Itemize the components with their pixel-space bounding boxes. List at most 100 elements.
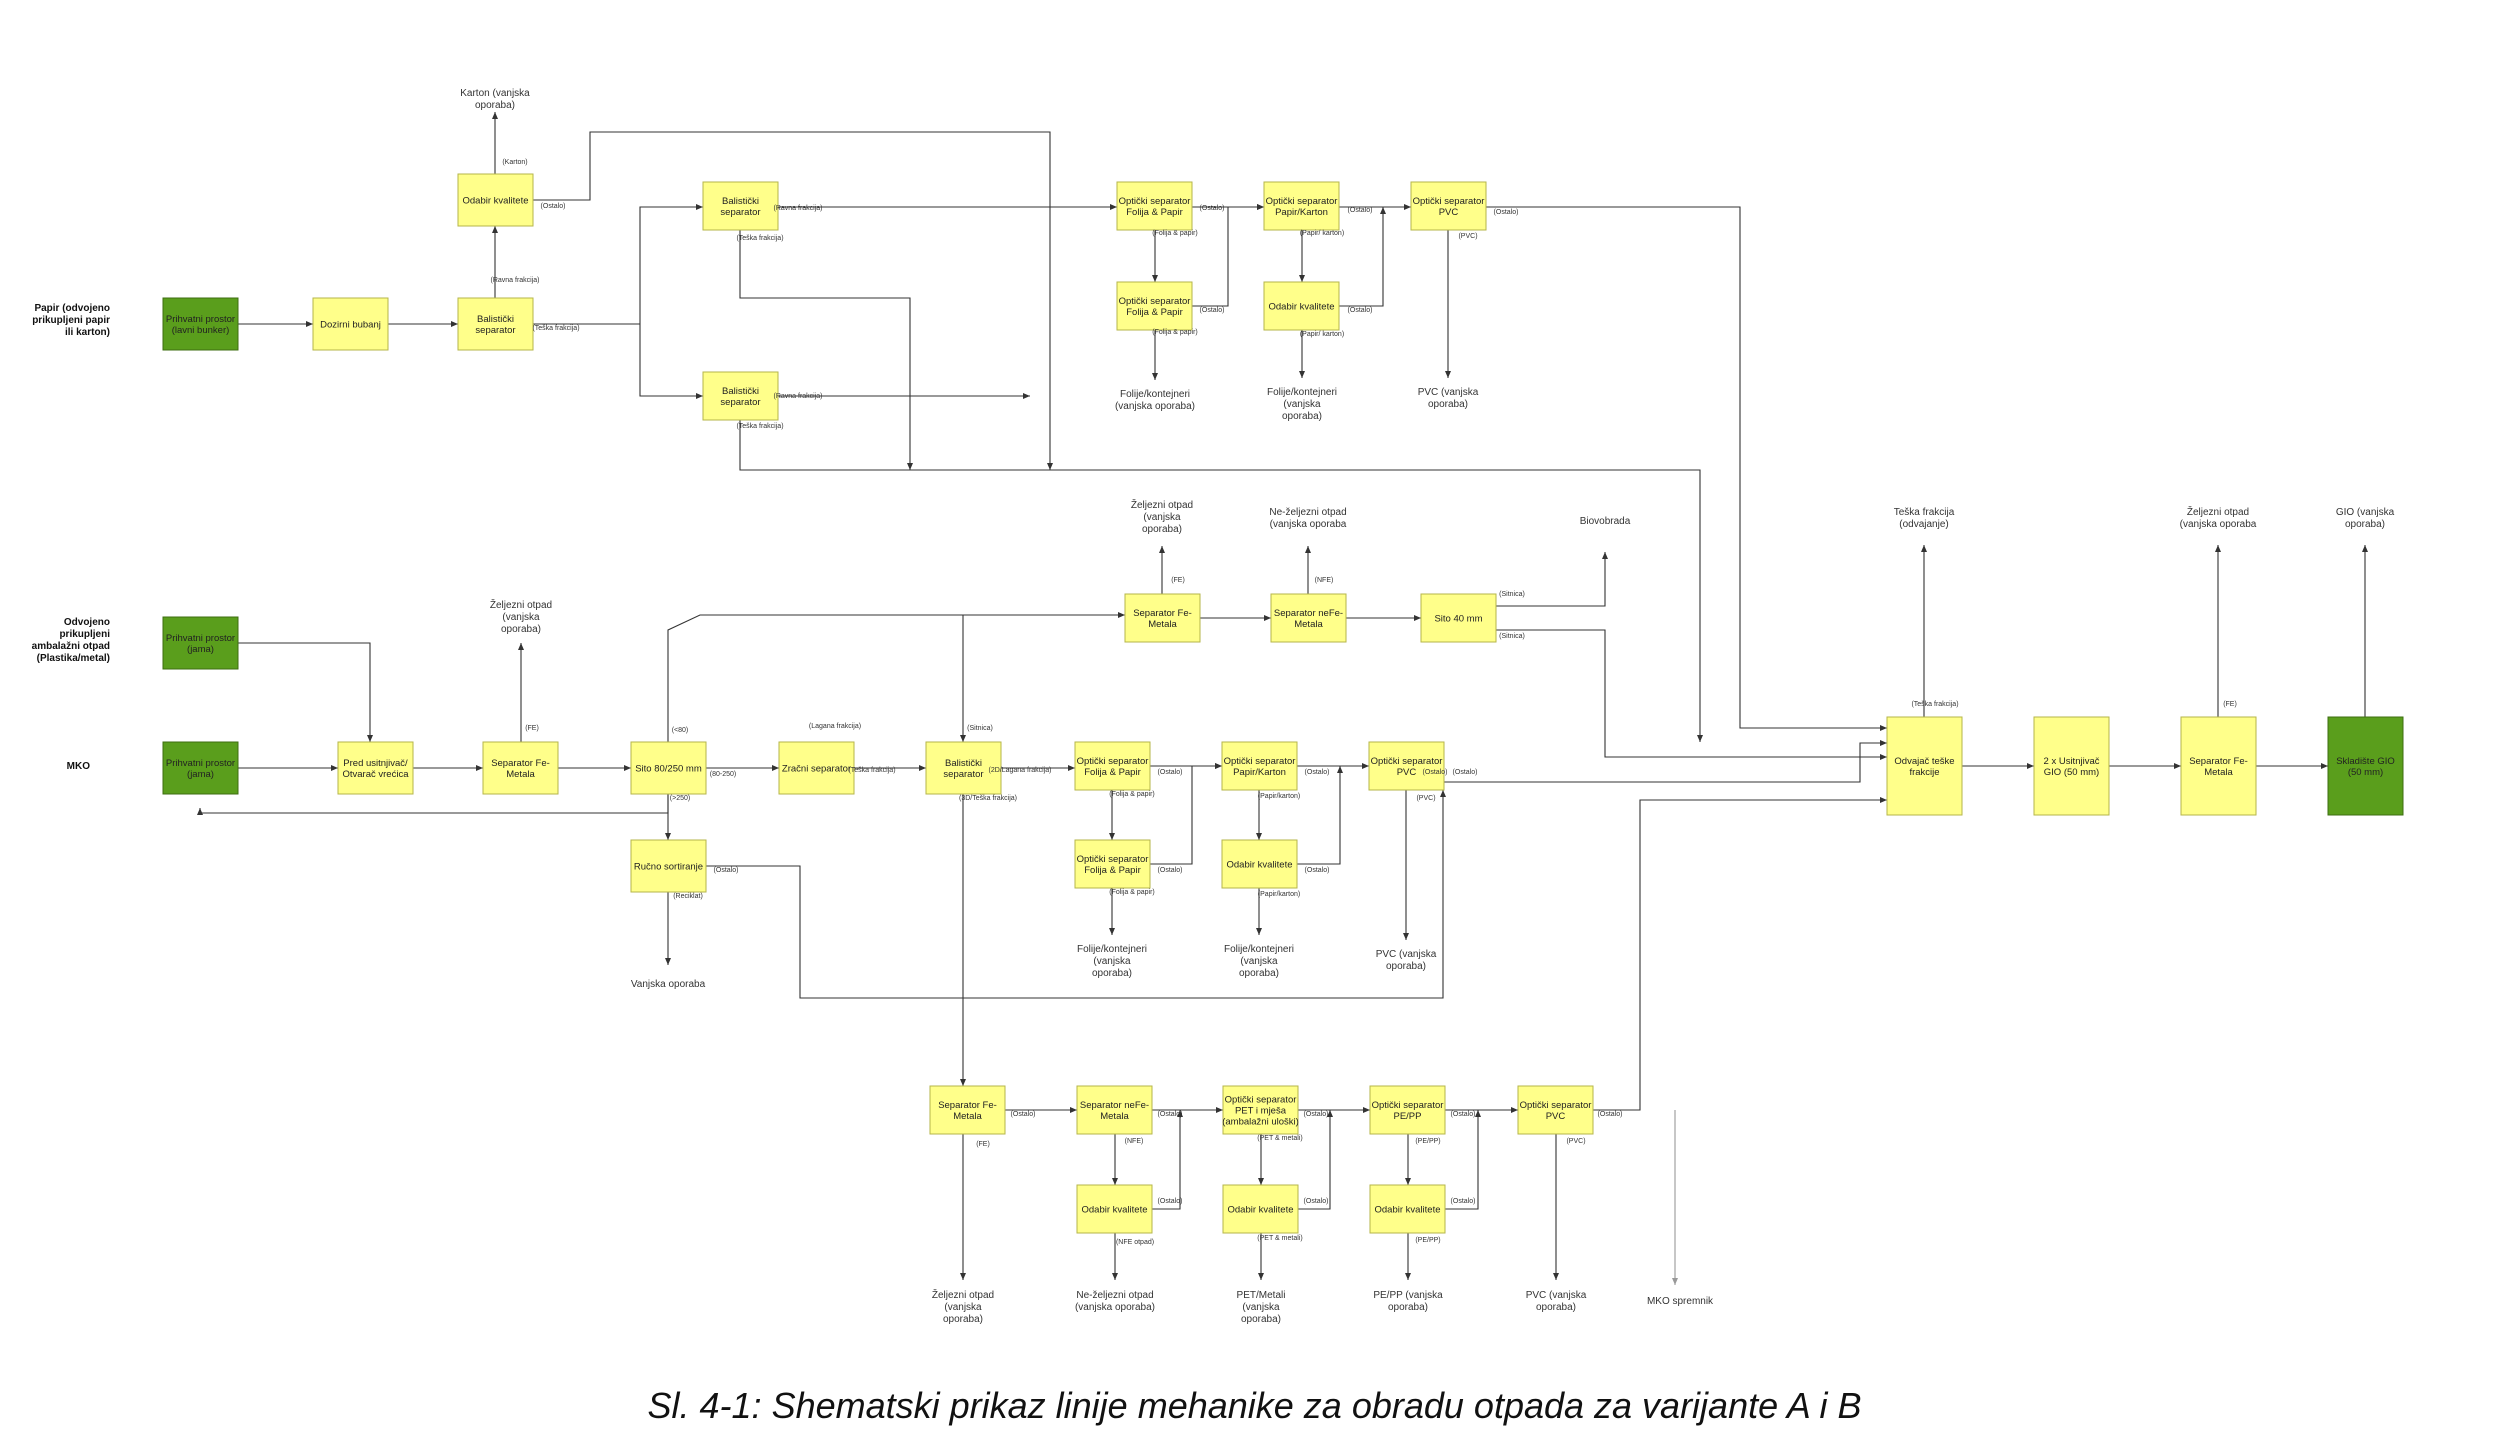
flow-label: (Ostalo) (541, 203, 566, 210)
output-folija: Folije/kontejneri (1267, 387, 1337, 398)
node-label: Odabir kvalitete (1081, 1205, 1147, 1216)
flow-arrow (1192, 204, 1264, 307)
flow-label: (FE) (976, 1141, 990, 1148)
node-box (482, 741, 559, 795)
node-label: Odabir kvalitete (1227, 1205, 1293, 1216)
node-label: Metala (1100, 1111, 1129, 1122)
node-box (312, 297, 389, 351)
node-label: Folija & Papir (1126, 307, 1183, 318)
node-label: Optički separator (1266, 196, 1338, 207)
flow-label: (FE) (1171, 577, 1185, 584)
flow-arrow (667, 612, 1125, 742)
flow-arrow (1445, 1110, 1481, 1210)
input-label-paper: ili karton) (65, 327, 110, 338)
node-sep-nfe2: Separator neFe-Metala (1270, 593, 1347, 643)
flow-label: (Ostalo) (1304, 1111, 1329, 1118)
flow-arrow (1444, 740, 1887, 783)
output-pet: (vanjska (1242, 1302, 1280, 1313)
node-box (702, 371, 779, 421)
node-box (337, 741, 414, 795)
flow-arrow (1496, 629, 1887, 760)
node-label: Dozirni bubanj (320, 320, 381, 331)
node-box (702, 181, 779, 231)
output-pvc: oporaba) (1386, 961, 1426, 972)
node-label: Odabir kvalitete (462, 196, 528, 207)
node-label: Metala (506, 769, 535, 780)
node-box (457, 297, 534, 351)
flow-label: (FE) (2223, 701, 2237, 708)
node-label: GIO (50 mm) (2044, 767, 2099, 778)
node-label: separator (720, 397, 760, 408)
node-odabir-pet: Odabir kvalitete (1222, 1184, 1299, 1234)
node-label: separator (943, 769, 983, 780)
output-fe: (vanjska (1143, 512, 1181, 523)
node-box (1222, 1085, 1299, 1135)
node-label: (jama) (187, 644, 214, 655)
node-dozirni: Dozirni bubanj (312, 297, 389, 351)
node-label: frakcije (1909, 767, 1939, 778)
flow-label: (Teška frakcija) (848, 767, 895, 774)
node-sep-fe3: Separator Fe-Metala (2180, 716, 2257, 816)
output-folija: oporaba) (1282, 411, 1322, 422)
flow-label: (Ostalo) (1158, 867, 1183, 874)
flow-label: (Papir/karton) (1258, 793, 1300, 800)
node-label: PVC (1439, 207, 1459, 218)
output-folija: (vanjska (1240, 956, 1278, 967)
node-label: Separator neFe- (1274, 608, 1343, 619)
node-label: Balistički (722, 196, 759, 207)
flow-label: (Papir/karton) (1258, 891, 1300, 898)
flow-label: (Ostalo) (1348, 207, 1373, 214)
flow-label: (Ostalo) (1200, 307, 1225, 314)
flow-label: (PET & metali) (1257, 1235, 1302, 1242)
flow-label: (Papir/ karton) (1300, 331, 1344, 338)
output-nfe: Ne-željezni otpad (1269, 507, 1346, 518)
node-sito40: Sito 40 mm (1420, 593, 1497, 643)
flow-arrow (1298, 1110, 1333, 1210)
node-label: Folija & Papir (1084, 767, 1141, 778)
node-box (1886, 716, 1963, 816)
output-fe: Željezni otpad (932, 1288, 994, 1301)
node-label: Balistički (722, 386, 759, 397)
input-label-mko: MKO (67, 761, 91, 772)
node-box (1410, 181, 1487, 231)
flow-arrow (1486, 206, 1887, 731)
output-fe: oporaba) (1142, 524, 1182, 535)
node-label: (jama) (187, 769, 214, 780)
node-box (162, 616, 239, 670)
node-label: Optički separator (1520, 1100, 1592, 1111)
node-label: (lavni bunker) (172, 325, 230, 336)
flow-label: (PVC) (1458, 233, 1477, 240)
flow-label: (Teška frakcija) (532, 325, 579, 332)
node-label: Metala (953, 1111, 982, 1122)
flow-arrow (197, 794, 669, 815)
output-nfe: Ne-željezni otpad (1076, 1290, 1153, 1301)
node-zracni: Zračni separator (778, 741, 855, 795)
node-label: PVC (1546, 1111, 1566, 1122)
node-label: Metala (1148, 619, 1177, 630)
node-label: Pred usitnjivač/ (343, 758, 408, 769)
output-pvc: PVC (vanjska (1376, 949, 1437, 960)
node-box (1222, 1184, 1299, 1234)
flow-arrow (1150, 763, 1222, 865)
flow-label: (Reciklat) (673, 893, 703, 900)
output-gio: GIO (vanjska (2336, 507, 2395, 518)
flow-label: (Ostalo) (1451, 1111, 1476, 1118)
output-karton: oporaba) (475, 100, 515, 111)
node-sep-fe4: Separator Fe-Metala (929, 1085, 1006, 1135)
node-label: 2 x Usitnjivač (2044, 756, 2100, 767)
node-box (1420, 593, 1497, 643)
node-label: Balistički (945, 758, 982, 769)
flow-label: (Folija & papir) (1109, 889, 1155, 896)
output-teska: (odvajanje) (1899, 519, 1948, 530)
node-label: Optički separator (1119, 296, 1191, 307)
node-label: Odvajač teške (1894, 756, 1954, 767)
node-odabir-pepp: Odabir kvalitete (1369, 1184, 1446, 1234)
